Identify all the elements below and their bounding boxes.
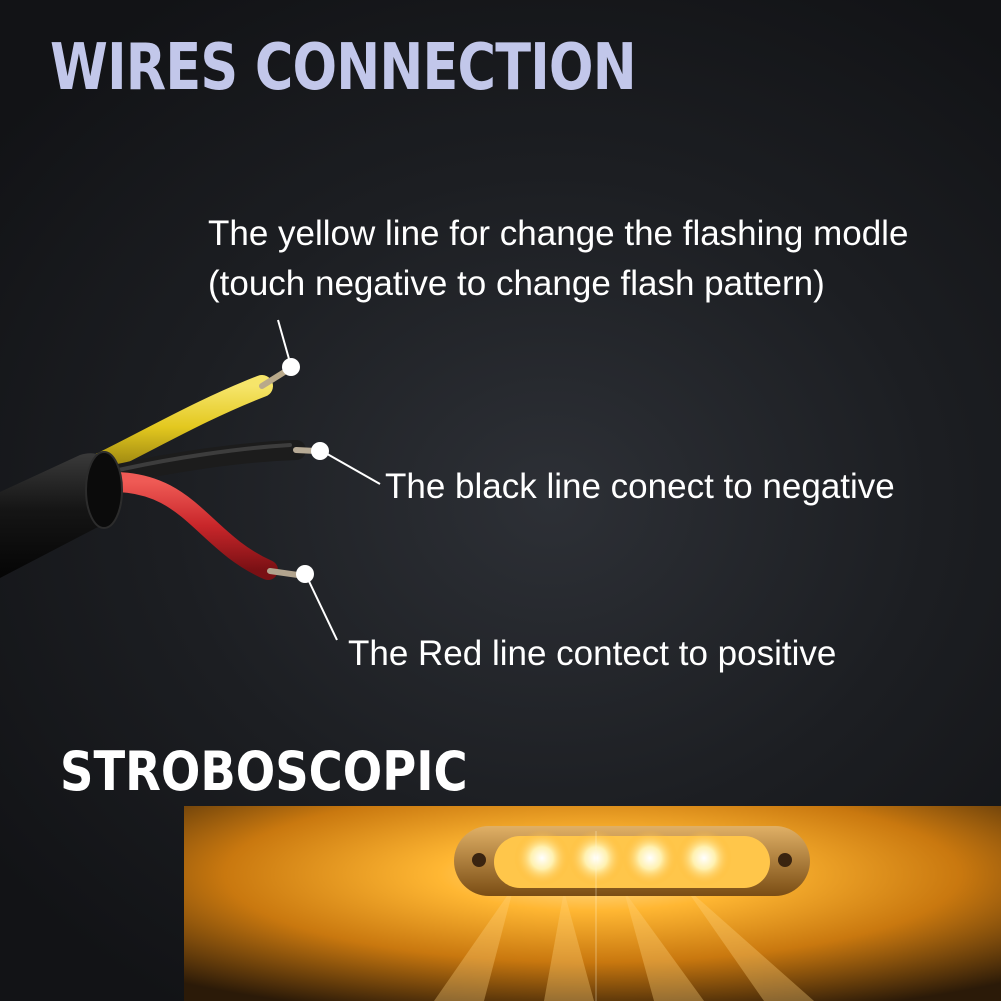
light-rays [434,886,814,1001]
cable-sheath-end [85,451,123,529]
black-connector-dot-icon [311,442,329,460]
black-wire-label: The black line conect to negative [385,467,895,506]
page-title: WIRES CONNECTION [50,31,637,105]
red-wire-copper-tip [267,568,301,578]
strobe-light-photo [184,806,1001,1001]
left-mount-hole-icon [472,853,486,867]
red-wire-label: The Red line contect to positive [348,634,837,673]
yellow-wire-label-line1: The yellow line for change the flashing … [208,214,909,253]
red-connector-dot-icon [296,565,314,583]
red-pointer-line [305,574,338,641]
black-wire [90,440,306,488]
section-title: STROBOSCOPIC [60,740,468,803]
yellow-connector-dot-icon [282,358,300,376]
strobe-light-graphic [184,806,1001,1001]
led-2-icon [568,830,624,886]
yellow-wire-copper-tip [259,368,289,389]
led-3-icon [622,830,678,886]
yellow-wire-label: The yellow line for change the flashing … [208,209,908,308]
led-4-icon [676,830,732,886]
red-wire [94,471,278,580]
black-wire-highlight [108,443,292,474]
black-pointer-line [321,450,381,485]
right-mount-hole-icon [778,853,792,867]
yellow-wire-label-line2: (touch negative to change flash pattern) [208,263,825,303]
led-1-icon [514,830,570,886]
